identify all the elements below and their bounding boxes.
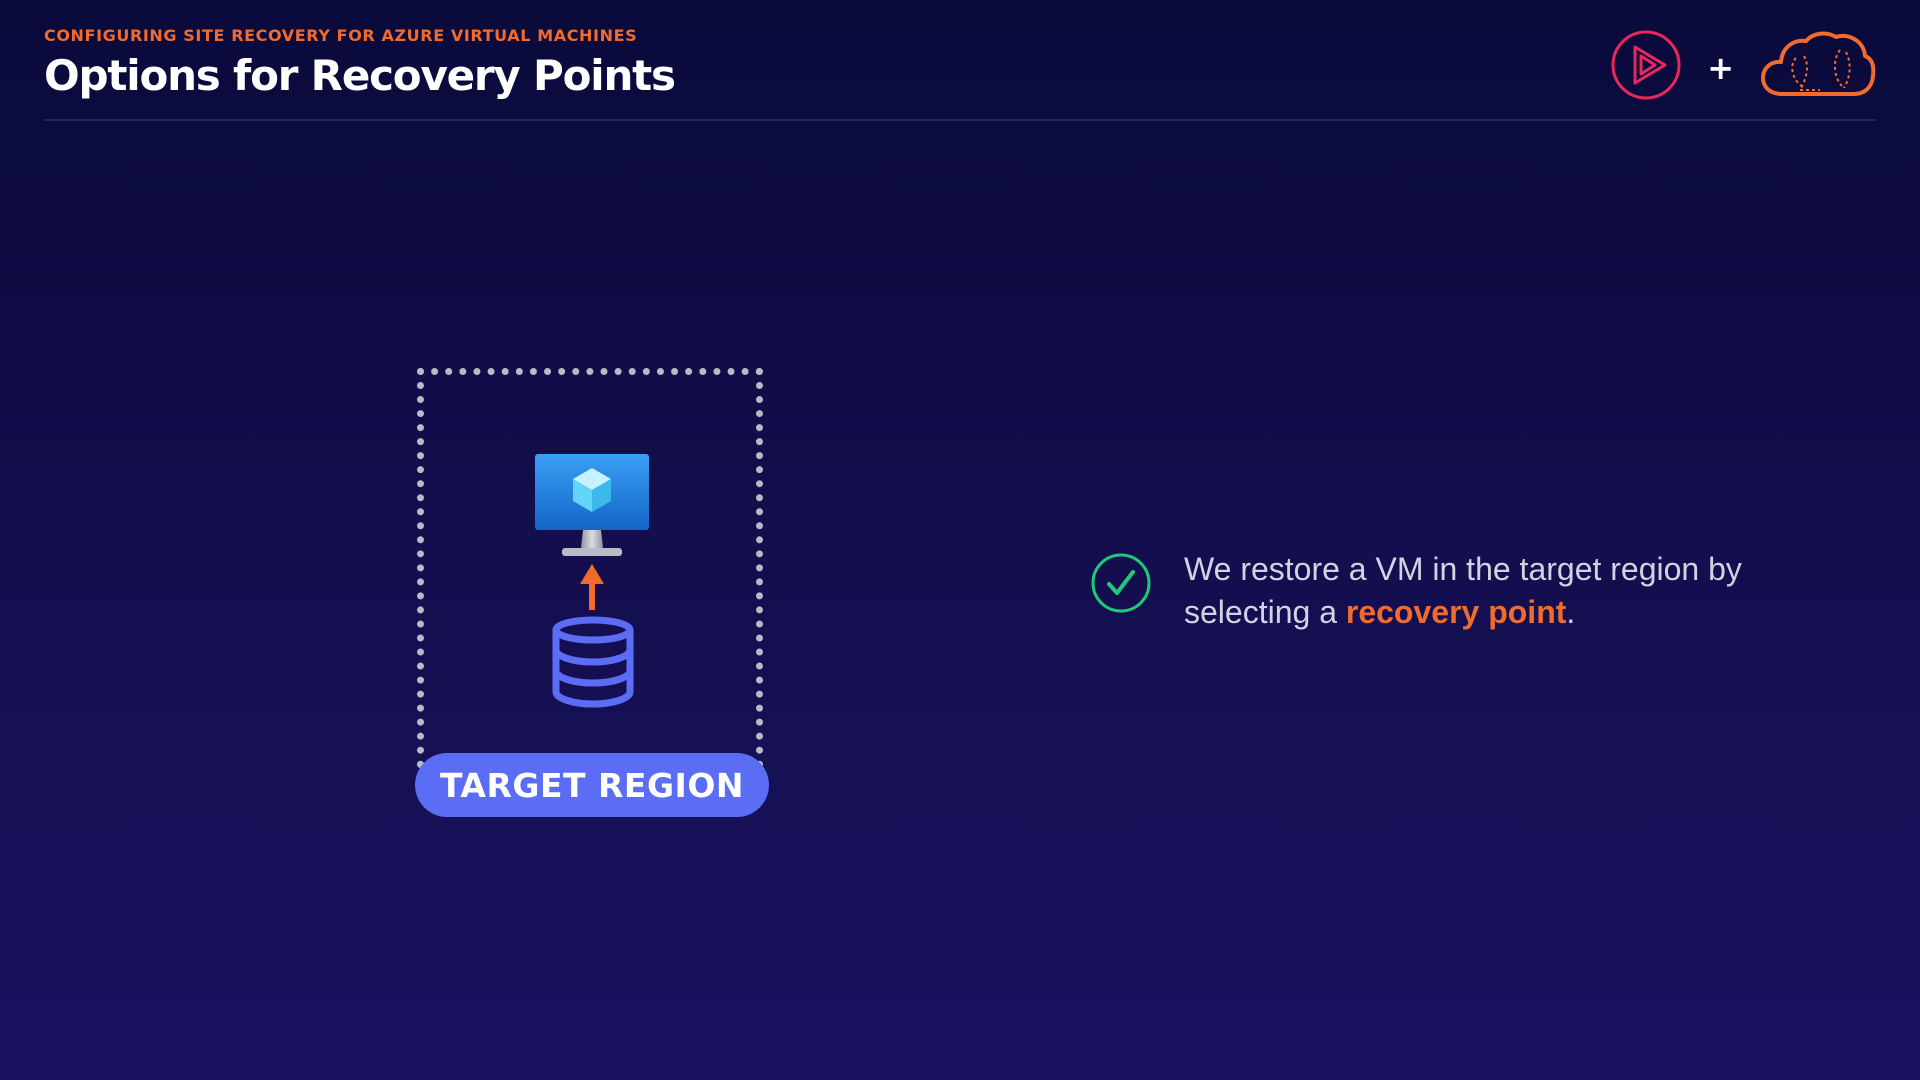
arrow-up-icon	[576, 562, 608, 615]
check-circle-icon	[1090, 552, 1152, 619]
plus-sign: +	[1707, 48, 1734, 87]
statement-text-main: We restore a VM in the target region by …	[1184, 551, 1742, 630]
course-kicker: CONFIGURING SITE RECOVERY FOR AZURE VIRT…	[44, 26, 638, 45]
statement-text-end: .	[1566, 594, 1576, 630]
brand-logos: +	[1611, 30, 1876, 105]
cloud-icon	[1760, 30, 1876, 105]
slide-header: CONFIGURING SITE RECOVERY FOR AZURE VIRT…	[44, 26, 676, 100]
virtual-machine-icon	[533, 452, 651, 567]
header-divider	[44, 119, 1876, 121]
statement-text: We restore a VM in the target region by …	[1184, 548, 1784, 634]
statement-item: We restore a VM in the target region by …	[1090, 548, 1784, 634]
target-region-label: TARGET REGION	[415, 753, 769, 817]
database-icon	[550, 616, 636, 713]
page-title: Options for Recovery Points	[44, 51, 676, 100]
play-circle-icon	[1611, 30, 1681, 105]
recovery-point-highlight: recovery point	[1345, 594, 1567, 630]
